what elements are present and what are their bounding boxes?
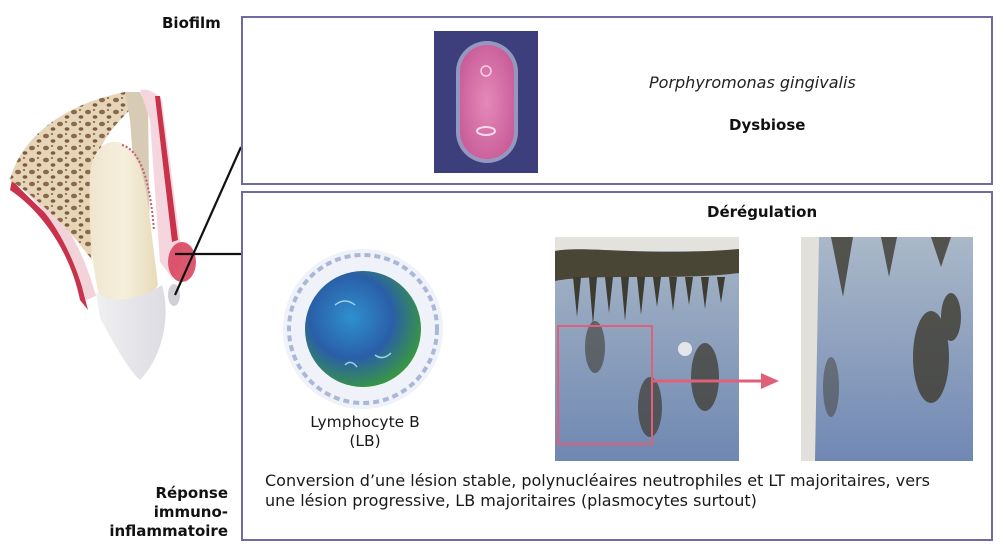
lymphocyte-caption-line2: (LB) [349,432,381,450]
response-label-line3: inflammatoire [109,522,228,540]
connector-lines [173,146,243,296]
response-label-line2: immuno- [153,503,228,521]
histology-zoom-image [801,237,973,461]
species-name: Porphyromonas gingivalis [649,73,856,92]
highlight-rectangle [557,325,653,445]
biofilm-label: Biofilm [162,14,221,32]
biofilm-box: Porphyromonas gingivalis Dysbiose [241,16,993,185]
tooth-illustration [0,60,240,390]
lymphocyte-image [275,245,455,415]
zoom-arrow-icon [653,373,779,389]
lymphocyte-caption: Lymphocyte B (LB) [275,413,455,451]
deregulation-title: Dérégulation [707,203,818,221]
bacterium-image [434,31,538,173]
response-box: Dérégulation Lymphocyte B (LB) [241,191,993,541]
lesion-description: Conversion d’une lésion stable, polynucl… [265,471,930,510]
histology-overview-image [555,237,739,461]
response-label-line1: Réponse [155,484,228,502]
lymphocyte-caption-line1: Lymphocyte B [310,413,420,431]
response-label: Réponse immuno- inflammatoire [108,484,228,541]
dysbiosis-label: Dysbiose [729,116,806,134]
